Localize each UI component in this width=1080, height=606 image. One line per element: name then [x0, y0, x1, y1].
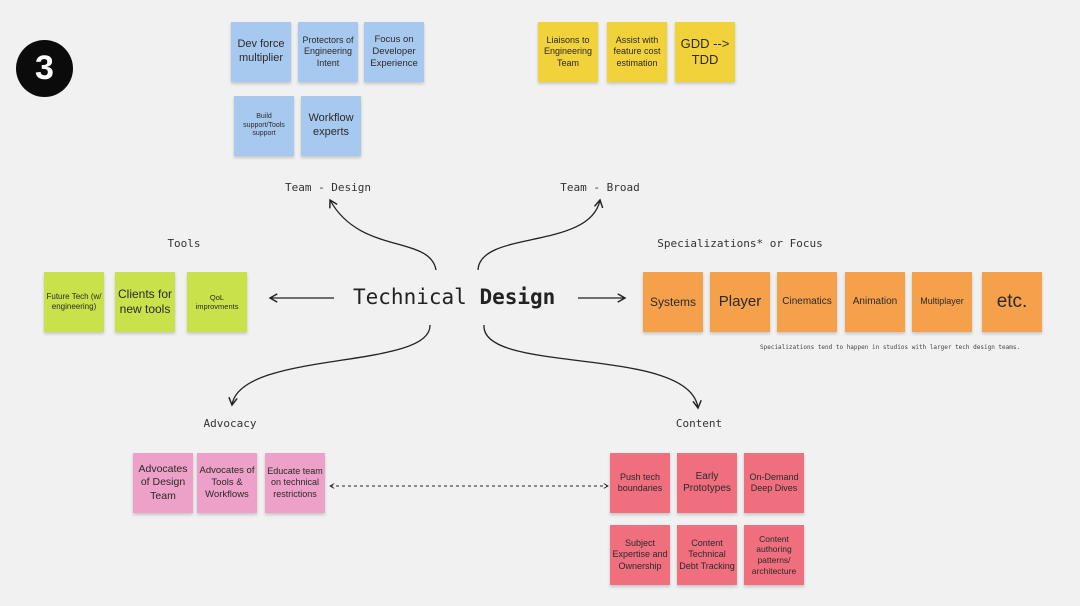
specializations-footnote: Specializations tend to happen in studio… — [760, 344, 1021, 351]
section-label-specializations: Specializations* or Focus — [657, 237, 823, 250]
sticky-note: Content authoring patterns/ architecture — [744, 525, 804, 585]
center-title-light: Technical — [353, 285, 467, 309]
arrow-to-content — [483, 324, 702, 410]
sticky-note: Build support/Tools support — [234, 96, 294, 156]
sticky-note: Cinematics — [777, 272, 837, 332]
arrow-to-team-design — [329, 198, 437, 271]
section-label-team-broad: Team - Broad — [560, 181, 640, 194]
sticky-note: Dev force multiplier — [231, 22, 291, 82]
sticky-note: Protectors of Engineering Intent — [298, 22, 358, 82]
arrow-to-team-broad — [477, 198, 604, 271]
sticky-note: Focus on Developer Experience — [364, 22, 424, 82]
section-label-advocacy: Advocacy — [203, 417, 257, 430]
sticky-note: Systems — [643, 272, 703, 332]
sticky-note: QoL improvments — [187, 272, 247, 332]
sticky-note: Advocates of Design Team — [133, 453, 193, 513]
sticky-note: Liaisons to Engineering Team — [538, 22, 598, 82]
sticky-note: GDD --> TDD — [675, 22, 735, 82]
sticky-note: Animation — [845, 272, 905, 332]
sticky-note: Clients for new tools — [115, 272, 175, 332]
section-label-tools: Tools — [167, 237, 201, 250]
sticky-note: Subject Expertise and Ownership — [610, 525, 670, 585]
sticky-note: On-Demand Deep Dives — [744, 453, 804, 513]
sticky-note: Multiplayer — [912, 272, 972, 332]
sticky-note: Player — [710, 272, 770, 332]
arrow-to-advocacy — [228, 324, 431, 407]
center-title: Technical Design — [353, 285, 555, 309]
sticky-note: Early Prototypes — [677, 453, 737, 513]
sticky-note: Workflow experts — [301, 96, 361, 156]
sticky-note: Educate team on technical restrictions — [265, 453, 325, 513]
step-badge: 3 — [16, 40, 73, 97]
sticky-note: Future Tech (w/ engineering) — [44, 272, 104, 332]
sticky-note: Push tech boundaries — [610, 453, 670, 513]
section-label-content: Content — [675, 417, 723, 430]
sticky-note: Content Technical Debt Tracking — [677, 525, 737, 585]
center-title-bold: Design — [479, 285, 556, 309]
sticky-note: Assist with feature cost estimation — [607, 22, 667, 82]
sticky-note: Advocates of Tools & Workflows — [197, 453, 257, 513]
section-label-team-design: Team - Design — [284, 181, 372, 194]
sticky-note: etc. — [982, 272, 1042, 332]
